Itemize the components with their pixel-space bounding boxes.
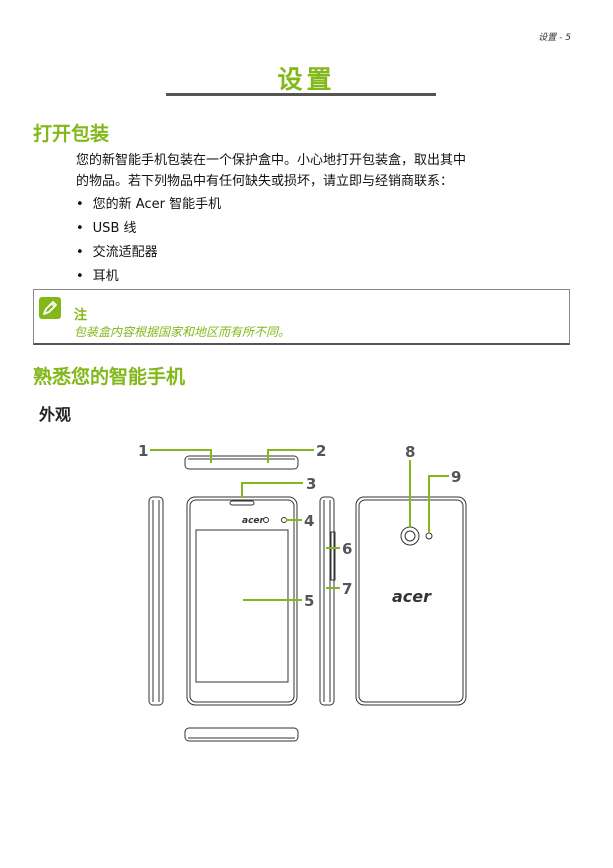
list-item: 耳机: [76, 265, 221, 289]
callout-8: 8: [405, 443, 415, 461]
callout-2: 2: [316, 442, 326, 460]
note-box: 注 包装盒内容根据国家和地区而有所不同。: [33, 289, 570, 345]
phone-illustration: acer acer 1 2 3 4 5 6 7 8 9: [138, 442, 467, 742]
callout-3: 3: [306, 475, 316, 493]
unpacking-intro-line1: 您的新智能手机包装在一个保护盒中。小心地打开包装盒，取出其中: [76, 153, 467, 168]
page-header-label: 设置 - 5: [538, 33, 571, 43]
chapter-title: 设置: [277, 65, 336, 94]
phone-bottom-view: [184, 727, 299, 742]
unpacking-intro-line2: 的物品。若下列物品中有任何缺失或损坏，请立即与经销商联系：: [76, 174, 454, 189]
back-brand-logo: acer: [392, 587, 432, 606]
package-contents-list: 您的新 Acer 智能手机 USB 线 交流适配器 耳机: [76, 193, 221, 289]
pencil-icon: [39, 297, 61, 319]
callout-line-3: [241, 482, 303, 498]
front-brand-logo: acer: [242, 516, 265, 526]
unpacking-intro: 您的新智能手机包装在一个保护盒中。小心地打开包装盒，取出其中 的物品。若下列物品…: [76, 150, 566, 192]
callout-4: 4: [304, 512, 314, 530]
phone-top-view: [184, 455, 299, 470]
subsection-title-appearance: 外观: [39, 405, 72, 424]
note-title: 注: [74, 308, 88, 323]
callout-9: 9: [451, 468, 461, 486]
list-item: 交流适配器: [76, 241, 221, 265]
callout-line-2: [267, 449, 314, 463]
callout-5: 5: [304, 592, 314, 610]
list-item: USB 线: [76, 217, 221, 241]
phone-right-side-view: [319, 496, 335, 706]
list-item: 您的新 Acer 智能手机: [76, 193, 221, 217]
callout-line-9: [428, 475, 449, 533]
chapter-title-underline: [166, 93, 436, 96]
phone-left-side-view: [148, 496, 164, 706]
rear-flash: [425, 532, 433, 540]
section-title-unpacking: 打开包装: [33, 123, 110, 145]
callout-7: 7: [342, 580, 352, 598]
callout-line-1: [150, 449, 212, 463]
phone-screen: [195, 529, 289, 683]
callout-1: 1: [138, 442, 148, 460]
rear-camera: [400, 526, 420, 546]
callout-6: 6: [342, 540, 352, 558]
note-text: 包装盒内容根据国家和地区而有所不同。: [74, 325, 291, 339]
section-title-know-phone: 熟悉您的智能手机: [33, 366, 186, 388]
